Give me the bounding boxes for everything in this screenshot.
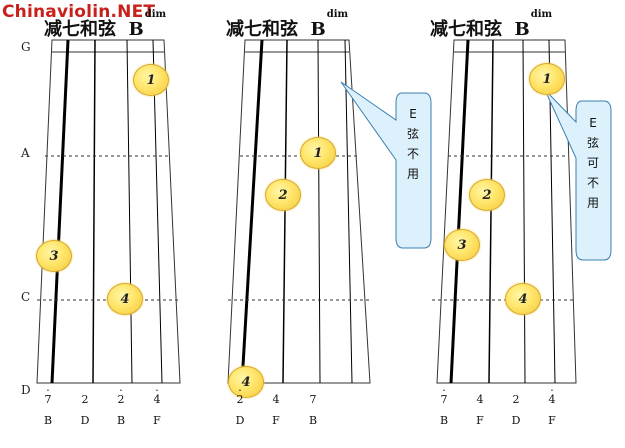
- note-number: 4: [476, 393, 484, 406]
- note-number: ·2: [236, 384, 244, 406]
- note-number: 7: [309, 393, 317, 406]
- note-name: D: [511, 414, 521, 427]
- finger-marker: 3: [36, 240, 72, 272]
- note-name: B: [116, 414, 126, 427]
- watermark: Chinaviolin.NET: [2, 2, 156, 22]
- chart-title-3: 减七和弦 Bdim: [430, 9, 553, 40]
- note-number: ·7: [440, 384, 448, 406]
- position-label-g: G: [21, 40, 31, 54]
- finger-marker: 2: [469, 179, 505, 211]
- note-number: 2: [512, 393, 520, 406]
- finger-marker: 2: [265, 179, 301, 211]
- callout-2-shape: [544, 89, 612, 261]
- note-name: B: [43, 414, 53, 427]
- callout-2-text: E 弦 可 不 用: [586, 116, 599, 210]
- note-number: 2: [81, 393, 89, 406]
- position-label-d: D: [21, 383, 31, 397]
- finger-marker: 4: [228, 366, 264, 398]
- note-name: F: [153, 414, 161, 427]
- note-number: 4: [272, 393, 280, 406]
- note-number: ·4: [548, 384, 556, 406]
- note-name: F: [548, 414, 556, 427]
- note-number: ·2: [117, 384, 125, 406]
- finger-marker: 3: [444, 229, 480, 261]
- note-name: B: [308, 414, 318, 427]
- note-name: D: [80, 414, 90, 427]
- finger-marker: 1: [133, 64, 169, 96]
- note-name: B: [439, 414, 449, 427]
- note-number: ·7: [44, 384, 52, 406]
- position-label-c: C: [21, 290, 31, 304]
- chart-title-2: 减七和弦 Bdim: [226, 9, 349, 40]
- finger-marker: 4: [505, 283, 541, 315]
- callout-1-shape: [340, 81, 432, 249]
- finger-marker: 1: [300, 137, 336, 169]
- fingerboard-3: [432, 39, 577, 384]
- note-number: ·4: [153, 384, 161, 406]
- finger-marker: 1: [529, 63, 565, 95]
- note-name: D: [235, 414, 245, 427]
- callout-1-text: E 弦 不 用: [406, 107, 419, 181]
- fingerboard-2: [227, 39, 371, 384]
- note-name: F: [272, 414, 280, 427]
- note-name: F: [476, 414, 484, 427]
- finger-marker: 4: [107, 283, 143, 315]
- position-label-a: A: [21, 146, 30, 160]
- chart-title-1: 减七和弦 Bdim: [44, 9, 167, 40]
